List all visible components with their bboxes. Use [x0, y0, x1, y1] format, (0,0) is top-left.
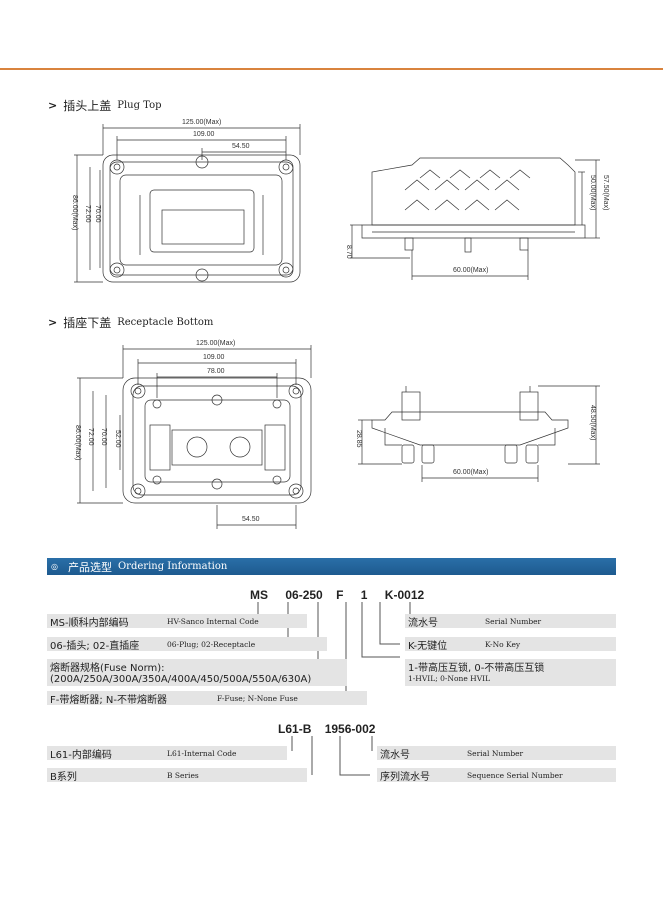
technical-drawings: 125.00(Max) 109.00 54.50 86.00(Max) 72.0… [71, 119, 609, 529]
row-f: F-带熔断器; N-不带熔断器 F-Fuse; N-None Fuse [47, 691, 367, 706]
dim-rec-54: 54.50 [242, 516, 260, 523]
dim-plug-109: 109.00 [193, 131, 215, 138]
row-type: 06-插头; 02-直插座 06-Plug; 02-Receptacle [47, 637, 327, 652]
dim-rec-125: 125.00(Max) [196, 340, 235, 347]
dim-rec-60: 60.00(Max) [453, 469, 488, 476]
row-key: K-无键位 K-No Key [405, 637, 616, 652]
dim-rec-28: 28.85 [355, 430, 362, 448]
top-accent-bar [0, 68, 663, 70]
row-hvil: 1-带高压互锁, 0-不带高压互锁 1-HVIL; 0-None HVIL [405, 659, 616, 686]
ordering-banner: ◎ 产品选型 Ordering Information [47, 558, 616, 575]
chevron-right-icon: > [48, 316, 58, 329]
dim-plug-50: 50.00(Max) [589, 175, 596, 210]
dim-plug-60: 60.00(Max) [453, 267, 488, 274]
dim-plug-57: 57.50(Max) [602, 175, 609, 210]
row-ms: MS-顺科内部编码 HV-Sanco Internal Code [47, 614, 307, 629]
row-seq: 序列流水号 Sequence Serial Number [377, 768, 616, 783]
receptacle-en: Receptacle Bottom [117, 317, 214, 328]
row-l61: L61-内部编码 L61-Internal Code [47, 746, 287, 761]
section-plug-top-title: > 插头上盖 Plug Top [48, 97, 162, 114]
plug-top-side-view [361, 157, 586, 253]
receptacle-zh: 插座下盖 [63, 316, 112, 330]
ordering-code-1: MS 06-250 F 1 K-0012 [250, 588, 425, 602]
section-receptacle-title: > 插座下盖 Receptacle Bottom [48, 314, 213, 331]
plug-top-en: Plug Top [117, 100, 162, 111]
row-fuse: 熔断器规格(Fuse Norm): (200A/250A/300A/350A/4… [47, 659, 347, 686]
bullet-icon: ◎ [51, 562, 58, 571]
dim-plug-86: 86.00(Max) [71, 195, 78, 230]
row-serial-2: 流水号 Serial Number [377, 746, 616, 761]
ordering-code-2: L61-B 1956-002 [278, 722, 376, 736]
dim-rec-109: 109.00 [203, 354, 225, 361]
row-b: B系列 B Series [47, 768, 307, 783]
dim-rec-70: 70.00 [100, 428, 107, 446]
row-serial: 流水号 Serial Number [405, 614, 616, 629]
dim-plug-8: 8.70 [345, 245, 352, 259]
dim-plug-72: 72.00 [84, 205, 91, 223]
receptacle-side-view [371, 386, 569, 464]
dim-plug-54: 54.50 [232, 143, 250, 150]
chevron-right-icon: > [48, 99, 58, 112]
plug-top-zh: 插头上盖 [63, 99, 112, 113]
receptacle-front-view [122, 377, 312, 504]
dim-rec-86: 86.00(Max) [74, 425, 81, 460]
ordering-title-en: Ordering Information [117, 561, 228, 572]
dim-rec-78: 78.00 [207, 368, 225, 375]
dim-rec-48: 48.50(Max) [589, 405, 596, 440]
dim-plug-125: 125.00(Max) [182, 119, 221, 126]
ordering-title-zh: 产品选型 [67, 560, 112, 574]
dim-plug-70: 70.00 [94, 205, 101, 223]
dim-rec-72: 72.00 [87, 428, 94, 446]
dim-rec-52: 52.00 [114, 430, 121, 448]
